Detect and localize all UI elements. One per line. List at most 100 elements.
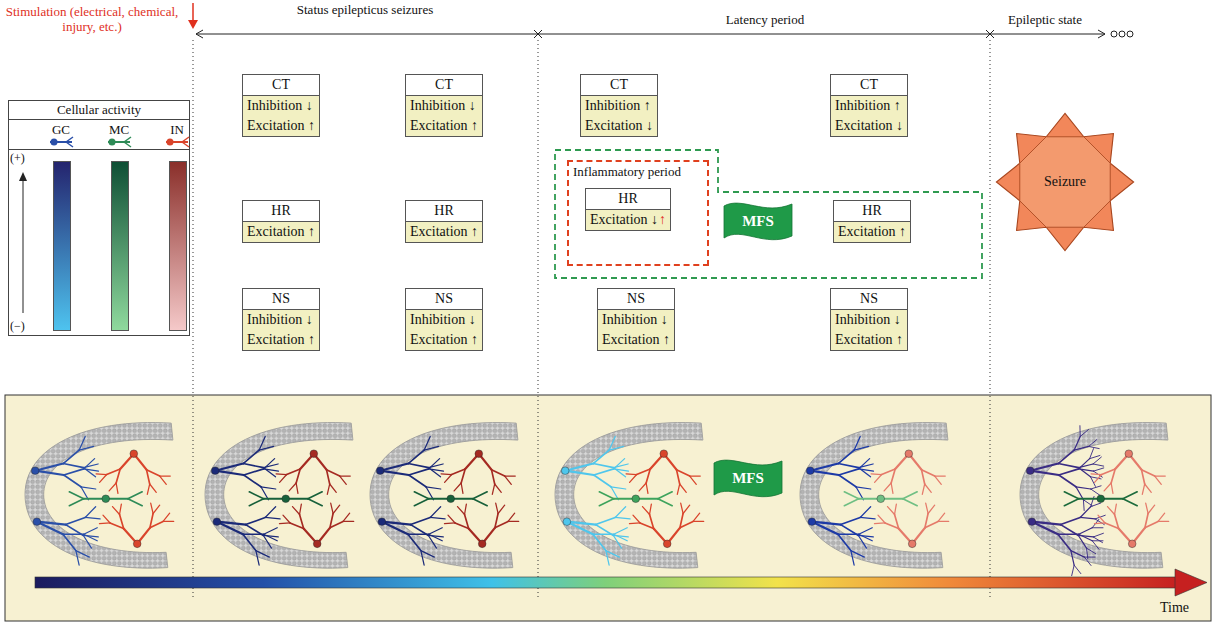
dendrite [264, 534, 277, 541]
banner-label: MFS [742, 213, 774, 230]
cell-body [282, 495, 290, 503]
dendrite [84, 534, 97, 541]
cell-body [806, 467, 814, 475]
dendrite [264, 459, 275, 469]
dendrite [1074, 446, 1089, 450]
label: (−) [10, 318, 25, 334]
dendrite [851, 551, 864, 558]
dendrite [567, 522, 593, 535]
dendrite [429, 469, 444, 471]
dendrite [1064, 492, 1078, 499]
cell-body [313, 540, 321, 548]
dendrite [646, 483, 648, 493]
dendrite [1115, 514, 1119, 528]
box-line: Inhibition ↑ [585, 98, 651, 113]
dendrite [921, 470, 924, 484]
dendrite [1074, 436, 1080, 450]
cell-body [561, 467, 569, 475]
cell-body [1125, 450, 1133, 458]
icon-stroke [124, 142, 131, 147]
dendrite [1089, 439, 1097, 446]
dendrite [300, 504, 302, 514]
dendrite [81, 487, 96, 489]
dendrite [1084, 557, 1091, 565]
dendrite [1089, 446, 1100, 448]
dendrite [690, 475, 701, 476]
dendrite [1145, 521, 1158, 527]
icon-stroke [51, 139, 58, 146]
dendrite [79, 446, 94, 450]
cell-body [1097, 495, 1105, 503]
dendrite [63, 464, 83, 468]
time-arrow [35, 569, 1207, 596]
dendrite [147, 484, 149, 494]
box-row: Excitation ↑ [831, 330, 907, 350]
dendrite [160, 475, 171, 476]
dendrite [116, 483, 118, 493]
dendrite [215, 471, 244, 475]
dendrite [215, 464, 243, 471]
dendrite [276, 473, 287, 475]
dendrite [658, 499, 672, 506]
dendrite [63, 533, 84, 535]
box-line: ↑ [659, 212, 666, 227]
dendrite [327, 484, 329, 494]
cell-body [478, 540, 486, 548]
box-heading: HR [618, 191, 637, 206]
cell-body [905, 450, 913, 458]
dendrite [465, 504, 467, 514]
dendrite [639, 483, 646, 491]
dentate-gyrus [205, 423, 354, 569]
dendrite [1123, 492, 1137, 499]
box-line: Excitation ↓ [590, 212, 658, 227]
legend-text: GC [41, 122, 81, 138]
dendrite [85, 517, 100, 518]
dendrite [35, 471, 64, 475]
box-heading-row: NS [831, 289, 907, 310]
dendrite [810, 464, 838, 471]
dendrite [408, 534, 421, 550]
dendrite [838, 534, 851, 550]
dendrite [637, 469, 651, 475]
dendrite [120, 504, 122, 514]
dendrite [1092, 540, 1103, 541]
dendrite [1158, 521, 1169, 522]
dendrite [878, 515, 885, 523]
icon-stroke [182, 137, 189, 142]
box-heading-row: HR [243, 201, 319, 222]
dendrite [243, 464, 263, 468]
dendrite [854, 436, 860, 450]
box-line: Excitation ↓ [585, 118, 653, 133]
dendrite [860, 507, 870, 518]
dendrite [465, 514, 469, 528]
dendrite [1074, 565, 1081, 573]
box-row: Inhibition ↑ [831, 96, 907, 116]
dendrite [565, 471, 594, 475]
dendrite [63, 534, 76, 550]
cell-body [1128, 540, 1136, 548]
dendrite [441, 473, 452, 475]
arrow-head [19, 172, 27, 181]
cell-body [378, 518, 386, 526]
dendrite [680, 484, 687, 492]
seizure-star: Seizure [995, 112, 1135, 252]
dendrite [1093, 533, 1103, 537]
box-row: Inhibition ↓ [243, 310, 319, 330]
dendrite [614, 528, 627, 535]
dendrite [283, 515, 290, 523]
cell-body [877, 495, 885, 503]
dendrite [109, 483, 116, 491]
box-heading: CT [435, 77, 453, 92]
dendrite [340, 476, 347, 484]
activity-arrow [13, 101, 33, 337]
dendrite [243, 533, 264, 535]
dendrite [100, 475, 107, 483]
dendrite [1155, 476, 1162, 484]
dendrite [1059, 469, 1079, 475]
box-heading: HR [434, 203, 453, 218]
dendrite [565, 464, 593, 471]
dentate-gyrus [555, 423, 704, 569]
box-line: Excitation ↑ [838, 224, 906, 239]
banner-outline [724, 203, 792, 240]
